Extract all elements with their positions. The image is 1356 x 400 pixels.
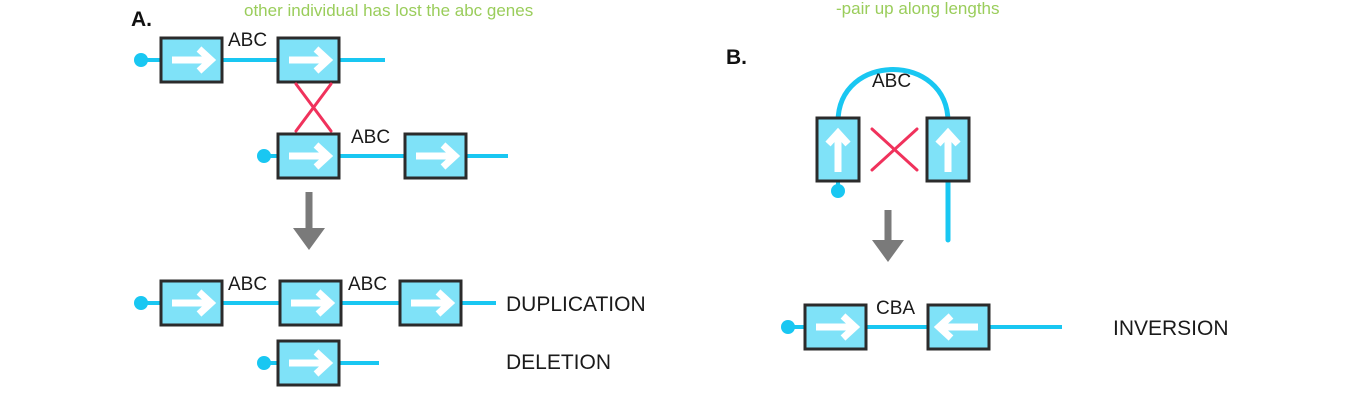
arrow-right-icon-head: [313, 46, 334, 74]
gene-box-a2: [276, 36, 341, 84]
arrow-right-icon-head: [196, 289, 217, 317]
chromosome-loop-path: [835, 67, 951, 243]
crossover-x-icon: [294, 82, 333, 133]
panel-b: B. -pair up along lengths ABC: [726, 0, 1229, 351]
gene-box-a8: [276, 339, 341, 387]
gene-box-b4: [926, 303, 991, 351]
arrow-right-icon-head: [315, 289, 336, 317]
gene-label-a-top: ABC: [228, 30, 267, 51]
arrow-up-icon-head: [935, 127, 961, 147]
gene-label-a-bottom: ABC: [351, 127, 390, 148]
arrow-up-icon-head: [825, 127, 851, 147]
gene-box-b3: [803, 303, 868, 351]
panel-a-chromosome-top: ABC: [134, 30, 385, 84]
centromere-dot-icon: [257, 149, 271, 163]
gene-box-b1: [815, 116, 861, 183]
outcome-label-inversion: INVERSION: [1113, 317, 1229, 340]
panel-a-process-arrow: [293, 192, 325, 250]
gene-label-b-result: CBA: [876, 298, 915, 319]
gene-label-b-loop: ABC: [872, 71, 911, 92]
panel-a-label: A.: [131, 8, 152, 31]
panel-a: A. other individual has lost the abc gen…: [131, 1, 646, 387]
centromere-dot-icon: [134, 296, 148, 310]
gene-box-a5: [159, 279, 224, 327]
centromere-dot-icon: [781, 320, 795, 334]
gene-box-a4: [403, 132, 468, 180]
arrow-right-icon-head: [313, 349, 334, 377]
gene-box-a6: [278, 279, 343, 327]
arrow-right-icon-head: [840, 313, 861, 341]
crossover-x-icon: [870, 127, 919, 172]
panel-b-note: -pair up along lengths: [836, 0, 1000, 18]
panel-b-chromosome-loop: ABC: [815, 67, 971, 243]
gene-label-result-2: ABC: [348, 274, 387, 295]
gene-label-result-1: ABC: [228, 274, 267, 295]
panel-a-chromosome-bottom: ABC: [257, 127, 508, 180]
arrow-right-icon-head: [313, 142, 334, 170]
panel-a-result-duplication: ABC ABC DUPLICATION: [134, 274, 646, 327]
centromere-dot-icon: [257, 356, 271, 370]
arrow-right-icon-head: [435, 289, 456, 317]
gene-box-a7: [398, 279, 463, 327]
panel-a-result-deletion: DELETION: [257, 339, 611, 387]
panel-b-label: B.: [726, 46, 747, 69]
centromere-dot-icon: [134, 53, 148, 67]
crossover-line: [294, 82, 333, 133]
panel-a-note: other individual has lost the abc genes: [244, 1, 533, 20]
arrow-right-icon-head: [440, 142, 461, 170]
gene-box-b2: [925, 116, 971, 183]
panel-b-result-inversion: CBA INVERSION: [781, 298, 1229, 351]
crossover-line: [870, 127, 919, 172]
arrow-right-icon-head: [196, 46, 217, 74]
gene-box-a3: [276, 132, 341, 180]
panel-b-process-arrow: [872, 210, 904, 262]
arrow-down-icon-head: [872, 240, 904, 262]
outcome-label-duplication: DUPLICATION: [506, 293, 646, 316]
arrow-down-icon-head: [293, 228, 325, 250]
outcome-label-deletion: DELETION: [506, 351, 611, 374]
arrow-left-icon-head: [933, 313, 954, 341]
gene-box-a1: [159, 36, 224, 84]
